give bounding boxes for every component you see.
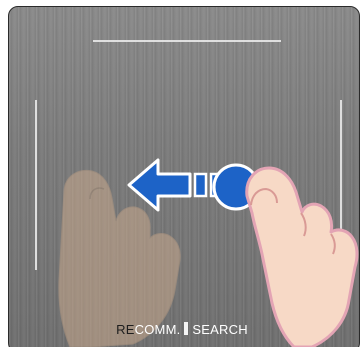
recomm-label-rest: COMM. <box>135 322 181 337</box>
touchpad-top-edge-line <box>93 40 281 42</box>
touchpad-left-edge-line <box>35 100 37 270</box>
touchpad-surface[interactable] <box>8 6 360 347</box>
recomm-label-prefix: RE <box>116 322 134 337</box>
touchpad-right-edge-line <box>340 100 342 270</box>
label-separator <box>184 322 188 335</box>
touchpad-mode-labels: RECOMM. SEARCH <box>0 322 364 337</box>
search-label: SEARCH <box>192 322 247 337</box>
